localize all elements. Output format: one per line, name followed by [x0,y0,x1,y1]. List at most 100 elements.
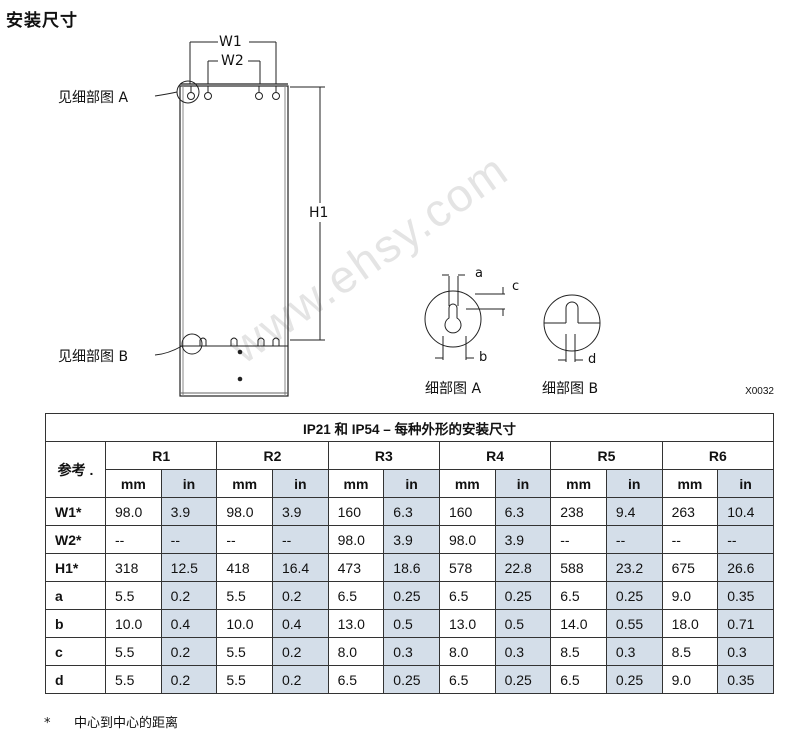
figure-code: X0032 [745,386,774,397]
cell-mm: 675 [661,553,719,582]
dimension-w1-label: W1 [219,34,242,50]
cell-in: 10.4 [717,497,774,526]
cell-in: 0.55 [605,609,663,638]
detail-a-caption: 细部图 A [425,381,482,397]
cell-in: 0.25 [383,581,440,610]
cell-in: 0.3 [605,637,663,666]
cell-mm: 10.0 [105,609,162,638]
unit-header-in: in [494,469,552,498]
unit-header-row: mm in mm in mm in mm in mm in mm in [46,469,774,498]
cell-mm: 6.5 [550,581,607,610]
cell-mm: 14.0 [550,609,607,638]
unit-header-in: in [717,469,774,498]
dimension-d-label: d [588,352,597,367]
row-label: b [45,609,106,638]
cell-in: 23.2 [605,553,663,582]
dimension-b-label: b [479,350,488,365]
cell-in: 9.4 [605,497,663,526]
frame-header: R2 [216,441,329,470]
cell-in: 0.25 [383,665,440,694]
cell-mm: 8.5 [661,637,719,666]
ref-header: 参考 . [45,441,106,498]
footnote-text: 中心到中心的距离 [74,716,179,731]
cell-mm: 6.5 [438,665,496,694]
cell-mm: 160 [438,497,496,526]
cell-mm: 8.5 [550,637,607,666]
dimension-w2-label: W2 [221,53,244,69]
cell-mm: 5.5 [105,665,162,694]
cell-in: 0.3 [494,637,552,666]
unit-header-mm: mm [327,469,385,498]
cell-in: -- [271,525,329,554]
unit-header-mm: mm [438,469,496,498]
cell-mm: 5.5 [216,581,273,610]
row-label: W1* [45,497,106,526]
cell-mm: 5.5 [105,581,162,610]
mounting-diagram [154,41,601,397]
cell-mm: 160 [327,497,385,526]
unit-header-in: in [271,469,329,498]
unit-header-in: in [383,469,440,498]
footnote-marker: * [44,716,51,731]
cell-mm: 10.0 [216,609,273,638]
cell-mm: 98.0 [105,497,162,526]
unit-header-in: in [605,469,663,498]
cell-in: 3.9 [383,525,440,554]
cell-mm: 5.5 [216,665,273,694]
unit-header-mm: mm [105,469,162,498]
cell-mm: 18.0 [661,609,719,638]
cell-mm: 98.0 [327,525,385,554]
cell-in: 3.9 [271,497,329,526]
cell-in: -- [160,525,218,554]
cell-in: 0.25 [494,665,552,694]
detail-b-caption: 细部图 B [542,381,599,397]
cell-mm: 263 [661,497,719,526]
cell-mm: 8.0 [327,637,385,666]
cell-in: 18.6 [383,553,440,582]
row-label: c [45,637,106,666]
table-caption: IP21 和 IP54 – 每种外形的安装尺寸 [45,413,774,442]
cell-in: 0.4 [271,609,329,638]
row-label: W2* [45,525,106,554]
frame-header: R1 [104,441,218,470]
unit-header-mm: mm [661,469,719,498]
cell-in: 0.25 [605,665,663,694]
frame-header: R6 [661,441,775,470]
cell-mm: 318 [105,553,162,582]
cell-mm: 98.0 [216,497,273,526]
cell-in: 16.4 [271,553,329,582]
cell-in: 6.3 [494,497,552,526]
page-title: 安装尺寸 [6,11,78,31]
cell-mm: 578 [438,553,496,582]
cell-in: 3.9 [494,525,552,554]
cell-mm: 5.5 [105,637,162,666]
dimension-h1-label: H1 [309,205,329,221]
cell-in: 0.2 [160,581,218,610]
cell-mm: 6.5 [550,665,607,694]
cell-in: 12.5 [160,553,218,582]
cell-mm: 5.5 [216,637,273,666]
cell-in: 22.8 [494,553,552,582]
cell-in: 0.25 [605,581,663,610]
cell-in: 26.6 [717,553,774,582]
table-caption-row: IP21 和 IP54 – 每种外形的安装尺寸 [45,413,774,442]
cell-in: 0.3 [717,637,774,666]
row-label: H1* [45,553,106,582]
cell-in: 6.3 [383,497,440,526]
unit-header-mm: mm [216,469,273,498]
cell-mm: 588 [550,553,607,582]
unit-header-mm: mm [550,469,607,498]
cell-in: 0.2 [160,665,218,694]
cell-in: 0.25 [494,581,552,610]
cell-in: 0.2 [160,637,218,666]
cell-mm: 418 [216,553,273,582]
unit-header-in: in [160,469,218,498]
cell-mm: -- [550,525,607,554]
cell-mm: 13.0 [327,609,385,638]
